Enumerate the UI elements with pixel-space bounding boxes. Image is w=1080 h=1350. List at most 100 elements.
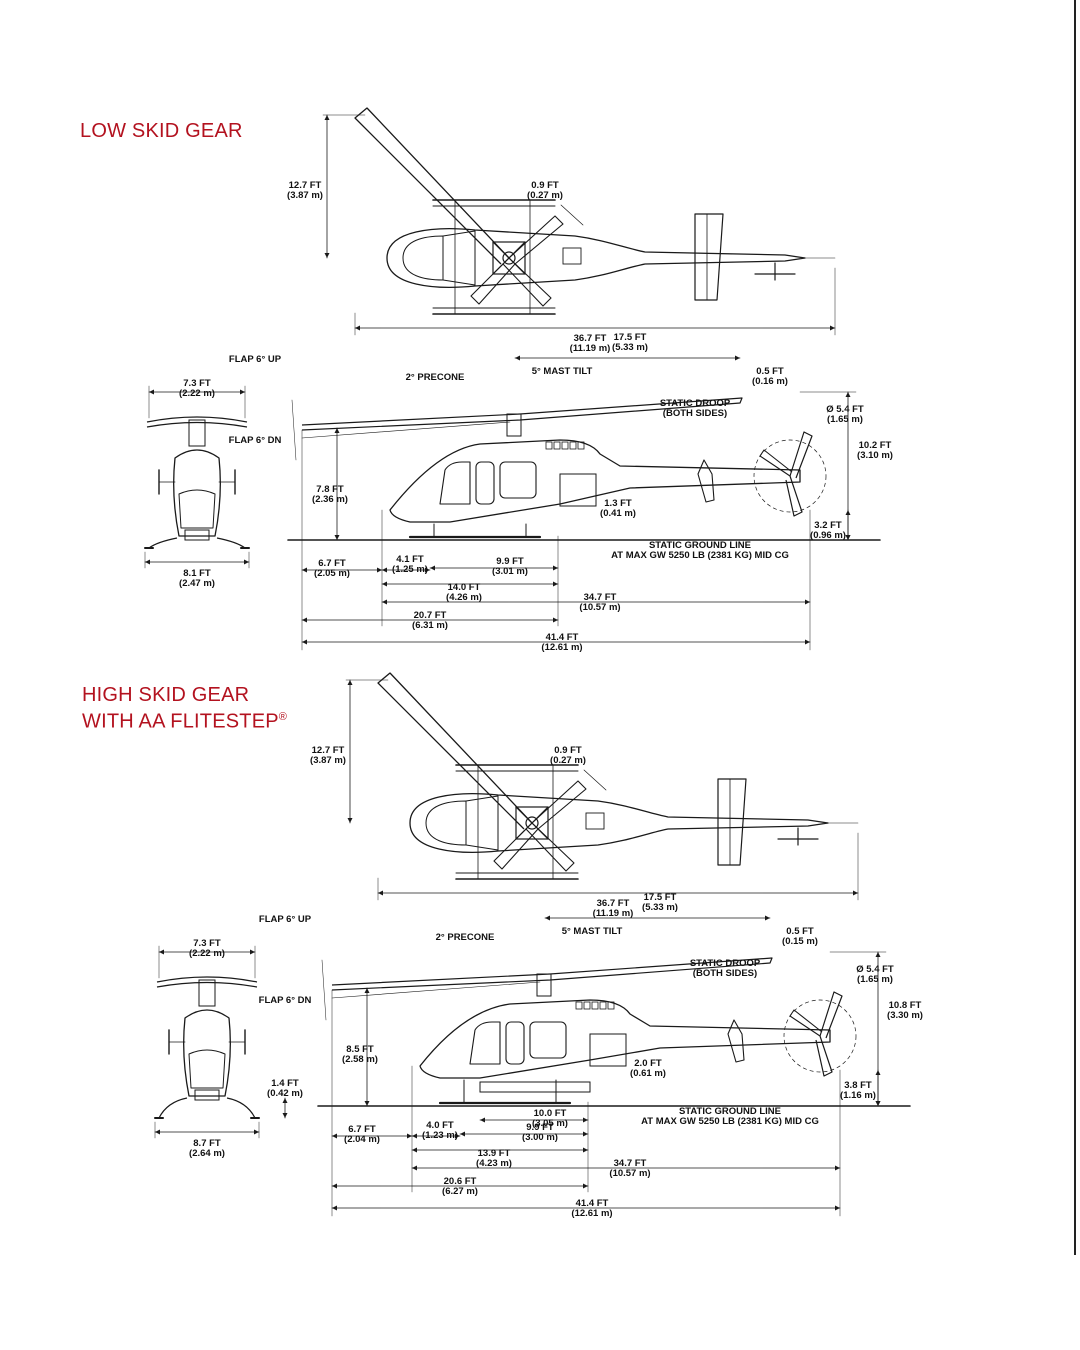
dim-20-7-label: (6.31 m): [412, 620, 448, 631]
rotor-height-label: 8.5 FT: [346, 1044, 374, 1055]
ground-line-label: AT MAX GW 5250 LB (2381 KG) MID CG: [611, 550, 789, 561]
dim-14-0-label: 13.9 FT: [478, 1148, 511, 1159]
rotor-radius-label: 17.5 FT: [644, 892, 677, 903]
tail-gap-label: (0.15 m): [782, 936, 818, 947]
dim-34-7-label: 34.7 FT: [614, 1158, 647, 1169]
blade-offset-label: (0.27 m): [550, 755, 586, 766]
section-title-high-skid: HIGH SKID GEAR WITH AA FLITESTEP®: [82, 684, 287, 733]
dim-41-4-label: (12.61 m): [571, 1208, 612, 1219]
tail-gap-label: 0.5 FT: [786, 926, 814, 937]
dim-14-0-label: (4.23 m): [476, 1158, 512, 1169]
dim-6-7-label: 6.7 FT: [348, 1124, 376, 1135]
mast-tilt-label: 5° MAST TILT: [562, 926, 623, 937]
height-label: 12.7 FT: [312, 745, 345, 756]
skid-height-label: 1.4 FT: [271, 1078, 299, 1089]
ground-line-label: STATIC GROUND LINE: [679, 1106, 781, 1117]
front-view-low: 7.3 FT(2.22 m)8.1 FT(2.47 m): [144, 378, 250, 589]
dim-4-1-label: 4.1 FT: [396, 554, 424, 565]
section-title-low-skid: LOW SKID GEAR: [80, 120, 243, 142]
skid-length-label: 10.0 FT: [534, 1108, 567, 1119]
flap-up-label: FLAP 6° UP: [229, 354, 282, 365]
dim-6-7-label: (2.04 m): [344, 1134, 380, 1145]
overall-length-label: (11.19 m): [570, 343, 611, 354]
droop-label: STATIC DROOP: [660, 398, 731, 409]
title-line: WITH AA FLITESTEP: [82, 710, 279, 733]
precone-label: 2° PRECONE: [406, 372, 465, 383]
dim-34-7-label: 34.7 FT: [584, 592, 617, 603]
dim-4-1-label: (1.25 m): [392, 564, 428, 575]
dim-9-9-label: 9.9 FT: [526, 1122, 554, 1133]
skid-width-label: 8.7 FT: [193, 1138, 221, 1149]
dim-41-4-label: 41.4 FT: [546, 632, 579, 643]
rotor-radius-label: (5.33 m): [612, 342, 648, 353]
top-view-low: 12.7 FT(3.87 m) 36.7 FT(11.19 m) 0.9 FT(0.…: [287, 107, 836, 354]
title-line: LOW SKID GEAR: [80, 120, 243, 142]
rotor-radius-label: (5.33 m): [642, 902, 678, 913]
tail-clearance-label: 3.2 FT: [814, 520, 842, 531]
rotor-width-label: (2.22 m): [189, 948, 225, 959]
overall-height-label: 10.2 FT: [859, 440, 892, 451]
droop-label: (BOTH SIDES): [693, 968, 757, 979]
skid-width-label: (2.64 m): [189, 1148, 225, 1159]
droop-height-label: (0.41 m): [600, 508, 636, 519]
dim-9-9-label: (3.00 m): [522, 1132, 558, 1143]
height-label: (3.87 m): [310, 755, 346, 766]
dim-4-1-label: 4.0 FT: [426, 1120, 454, 1131]
droop-label: STATIC DROOP: [690, 958, 761, 969]
dim-20-7-label: 20.7 FT: [414, 610, 447, 621]
ground-line-label: STATIC GROUND LINE: [649, 540, 751, 551]
rotor-width-label: 7.3 FT: [193, 938, 221, 949]
tail-rotor-dia-label: Ø 5.4 FT: [856, 964, 894, 975]
height-label: (3.87 m): [287, 190, 323, 201]
blade-offset-label: 0.9 FT: [554, 745, 582, 756]
overall-length-label: 36.7 FT: [597, 898, 630, 909]
dim-20-7-label: (6.27 m): [442, 1186, 478, 1197]
dim-14-0-label: 14.0 FT: [448, 582, 481, 593]
rotor-height-label: (2.36 m): [312, 494, 348, 505]
tail-rotor-dia-label: (1.65 m): [857, 974, 893, 985]
height-label: 12.7 FT: [289, 180, 322, 191]
dim-9-9-label: 9.9 FT: [496, 556, 524, 567]
tail-rotor-dia-label: Ø 5.4 FT: [826, 404, 864, 415]
tail-clearance-label: (0.96 m): [810, 530, 846, 541]
overall-length-label: 36.7 FT: [574, 333, 607, 344]
dim-34-7-label: (10.57 m): [609, 1168, 650, 1179]
droop-height-label: 2.0 FT: [634, 1058, 662, 1069]
rotor-height-label: 7.8 FT: [316, 484, 344, 495]
dim-41-4-label: (12.61 m): [541, 642, 582, 653]
flap-up-label: FLAP 6° UP: [259, 914, 312, 925]
ground-line-label: AT MAX GW 5250 LB (2381 KG) MID CG: [641, 1116, 819, 1127]
trademark-mark: ®: [278, 711, 288, 723]
dim-9-9-label: (3.01 m): [492, 566, 528, 577]
dim-41-4-label: 41.4 FT: [576, 1198, 609, 1209]
flap-dn-label: FLAP 6° DN: [259, 995, 312, 1006]
droop-height-label: 1.3 FT: [604, 498, 632, 509]
overall-height-label: 10.8 FT: [889, 1000, 922, 1011]
precone-label: 2° PRECONE: [436, 932, 495, 943]
rotor-width-label: (2.22 m): [179, 388, 215, 399]
dim-20-7-label: 20.6 FT: [444, 1176, 477, 1187]
dim-14-0-label: (4.26 m): [446, 592, 482, 603]
droop-height-label: (0.61 m): [630, 1068, 666, 1079]
blade-offset-label: (0.27 m): [527, 190, 563, 201]
flap-dn-label: FLAP 6° DN: [229, 435, 282, 446]
blade-offset-label: 0.9 FT: [531, 180, 559, 191]
tail-rotor-dia-label: (1.65 m): [827, 414, 863, 425]
dim-4-1-label: (1.23 m): [422, 1130, 458, 1141]
droop-label: (BOTH SIDES): [663, 408, 727, 419]
overall-height-label: (3.30 m): [887, 1010, 923, 1021]
title-line: HIGH SKID GEAR: [82, 684, 250, 706]
tail-clearance-label: 3.8 FT: [844, 1080, 872, 1091]
skid-width-label: 8.1 FT: [183, 568, 211, 579]
tail-gap-label: (0.16 m): [752, 376, 788, 387]
skid-width-label: (2.47 m): [179, 578, 215, 589]
top-view-high: 12.7 FT(3.87 m)36.7 FT(11.19 m)0.9 FT(0.…: [310, 672, 859, 919]
tail-clearance-label: (1.16 m): [840, 1090, 876, 1101]
overall-height-label: (3.10 m): [857, 450, 893, 461]
page-edge-line: [1074, 0, 1076, 1255]
rotor-height-label: (2.58 m): [342, 1054, 378, 1065]
skid-height-label: (0.42 m): [267, 1088, 303, 1099]
